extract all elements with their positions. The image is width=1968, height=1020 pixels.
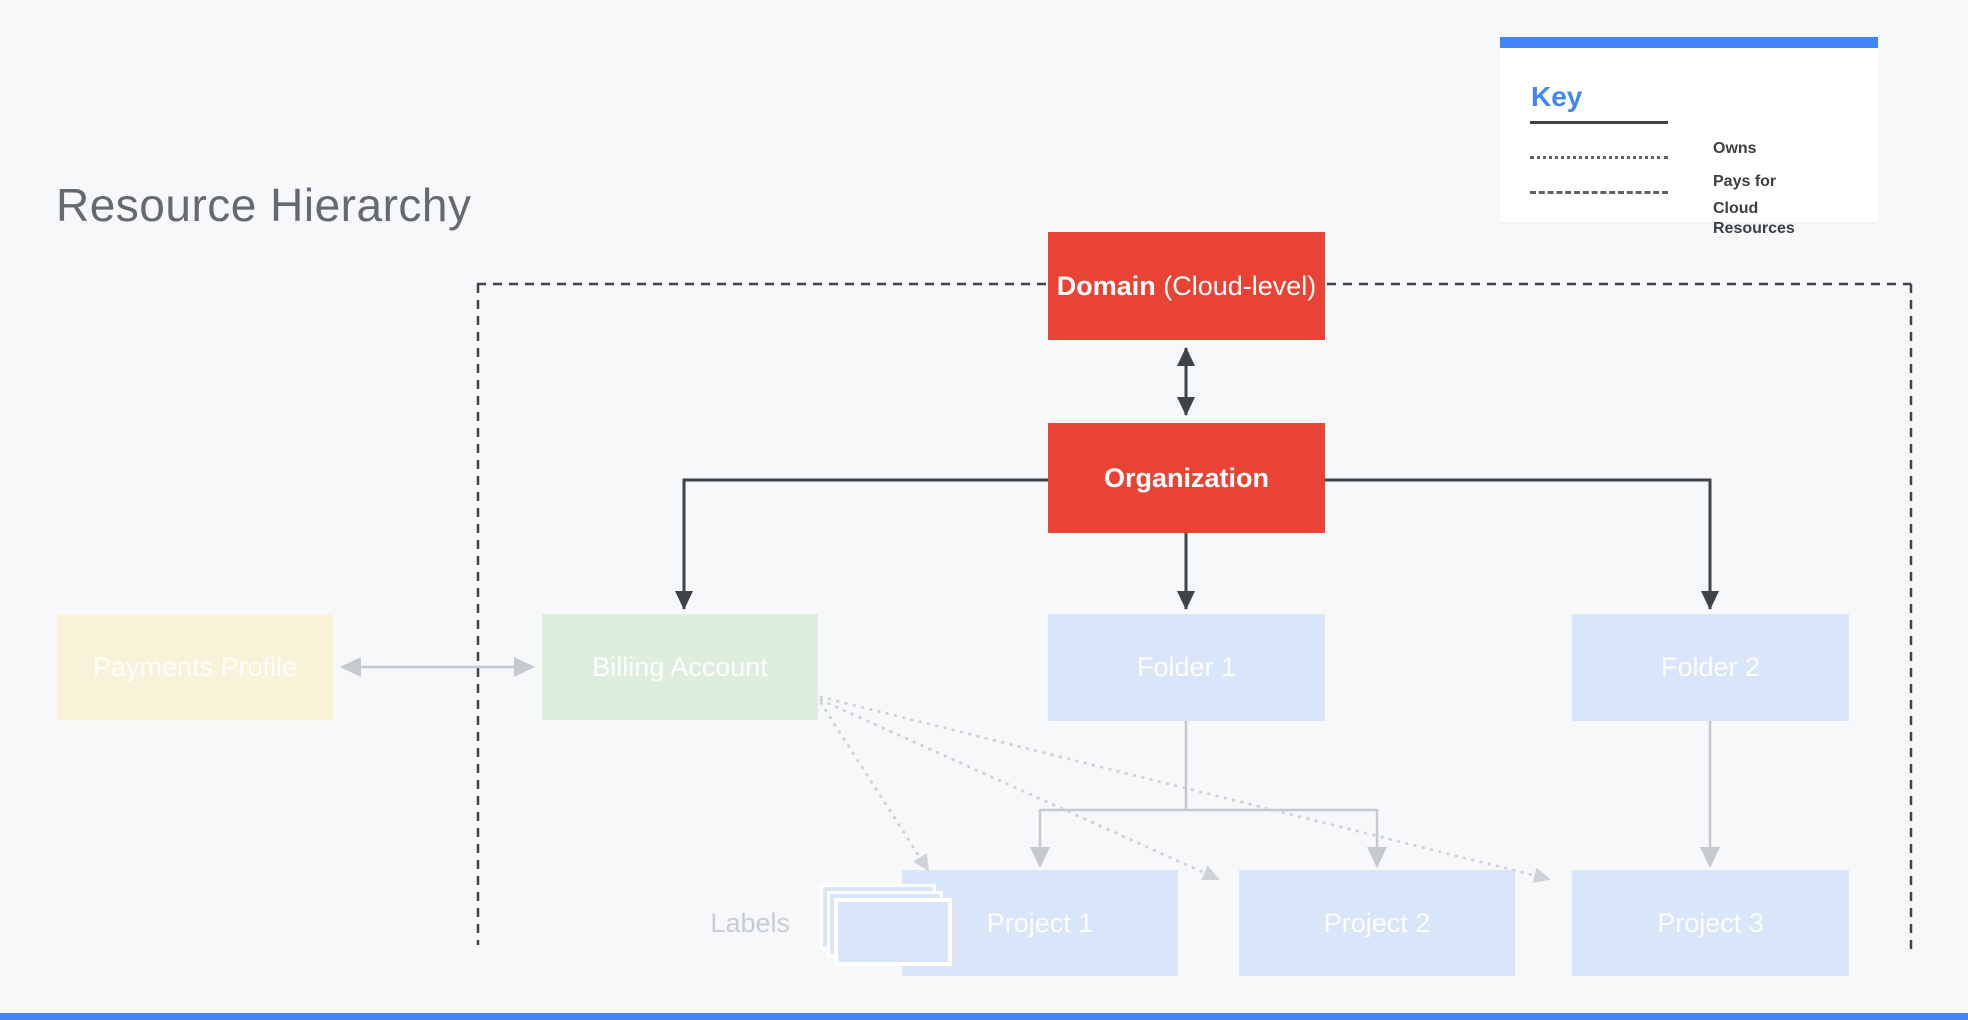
arrow-billing-project-2 — [819, 698, 1220, 881]
arrow-billing-project-3 — [819, 695, 1551, 884]
arrow-organization-folder-2 — [1325, 478, 1719, 610]
node-folder-1-label: Folder 1 — [1136, 652, 1237, 682]
pays-for-arrows — [819, 695, 1551, 884]
legend-dotted-line-sample — [1530, 156, 1668, 159]
legend: Key Owns Pays for Cloud Resources — [1500, 37, 1878, 237]
node-project-2: Project 2 — [1239, 870, 1515, 976]
node-project-3-label: Project 3 — [1657, 907, 1764, 938]
legend-dashed-line-sample — [1530, 191, 1668, 194]
node-folder-2: Folder 2 — [1572, 614, 1849, 721]
page-title: Resource Hierarchy — [56, 179, 472, 231]
node-payments-profile-label: Payments Profile — [92, 651, 298, 682]
arrow-organization-billing-account — [675, 478, 1048, 610]
legend-label-pays-for: Pays for — [1713, 173, 1777, 190]
legend-solid-line-sample — [1530, 121, 1668, 124]
legend-label-cloud-resources: Cloud Resources — [1713, 200, 1795, 237]
node-project-1-label: Project 1 — [986, 907, 1094, 938]
node-domain: Domain (Cloud-level) — [1048, 232, 1325, 340]
node-folder-1: Folder 1 — [1048, 614, 1325, 721]
bottom-accent-bar — [0, 1013, 1968, 1020]
legend-heading: Key — [1531, 81, 1583, 112]
labels-stack-icon — [820, 884, 955, 974]
node-project-3: Project 3 — [1572, 870, 1849, 976]
legend-accent-bar — [1500, 37, 1878, 48]
arrow-billing-project-1 — [819, 701, 930, 872]
labels-card-front — [834, 898, 952, 966]
node-organization-label: Organization — [1103, 462, 1269, 493]
node-organization: Organization — [1048, 423, 1325, 533]
node-project-2-label: Project 2 — [1323, 907, 1431, 938]
node-billing-account: Billing Account — [542, 614, 818, 720]
node-folder-2-label: Folder 2 — [1660, 652, 1761, 682]
node-payments-profile: Payments Profile — [57, 614, 333, 720]
labels-caption: Labels — [710, 908, 790, 938]
node-domain-label: Domain (Cloud-level) — [1056, 270, 1317, 301]
legend-label-owns: Owns — [1713, 140, 1757, 157]
node-billing-account-label: Billing Account — [592, 651, 768, 682]
